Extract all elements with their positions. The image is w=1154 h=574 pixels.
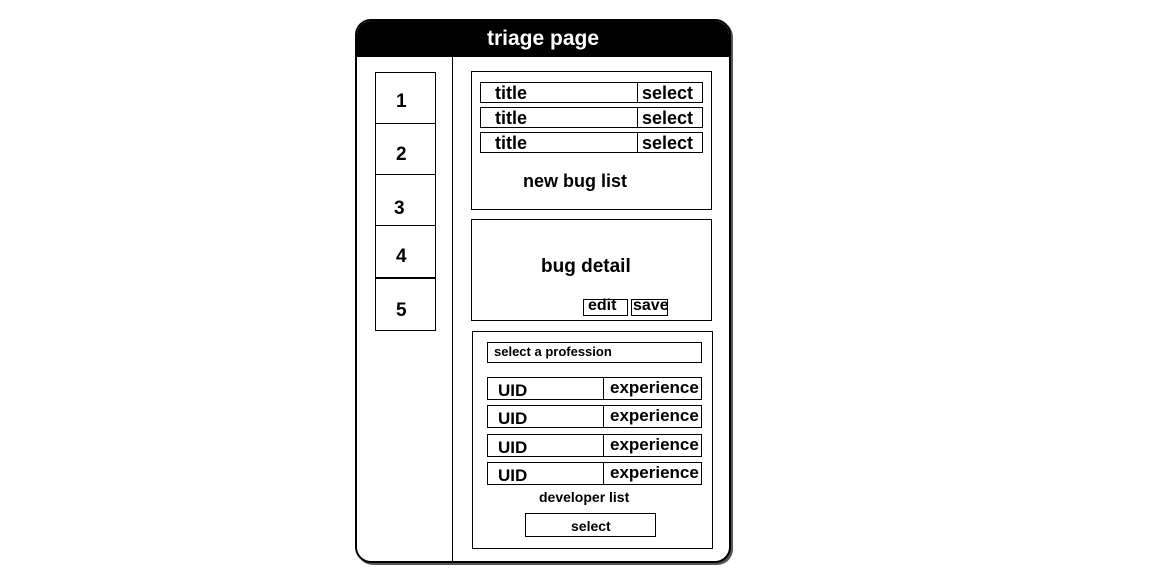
- bug-title: title: [495, 108, 528, 128]
- sidebar-item-4[interactable]: 4: [376, 226, 435, 279]
- developer-experience-cell: experience: [604, 378, 701, 399]
- developer-experience: experience: [610, 463, 699, 482]
- sidebar-item-label: 2: [396, 144, 407, 165]
- bug-select-button[interactable]: select: [638, 83, 702, 103]
- bug-detail-caption: bug detail: [541, 256, 631, 277]
- profession-select-label: select a profession: [494, 344, 612, 359]
- bug-select-button[interactable]: select: [638, 133, 702, 153]
- sidebar-item-2[interactable]: 2: [376, 124, 435, 175]
- bug-list-row: title select: [480, 132, 703, 153]
- developer-list-panel: select a profession UID experience UID e…: [472, 331, 713, 549]
- bug-detail-panel: bug detail edit save: [471, 219, 712, 321]
- developer-select-label: select: [571, 518, 611, 534]
- sidebar-item-label: 1: [396, 91, 407, 112]
- sidebar-item-label: 4: [396, 246, 407, 267]
- bug-title-cell[interactable]: title: [481, 83, 638, 103]
- new-bug-list-panel: title select title select title select n…: [471, 71, 712, 210]
- developer-uid: UID: [498, 409, 528, 428]
- developer-experience: experience: [610, 378, 699, 397]
- developer-uid: UID: [498, 438, 528, 457]
- sidebar-item-label: 3: [394, 198, 405, 219]
- sidebar-item-5[interactable]: 5: [376, 279, 435, 331]
- bug-title-cell[interactable]: title: [481, 133, 638, 153]
- bug-list-row: title select: [480, 82, 703, 103]
- window-title: triage page: [357, 21, 729, 57]
- developer-experience: experience: [610, 406, 699, 425]
- developer-row[interactable]: UID experience: [487, 462, 702, 485]
- developer-uid-cell: UID: [488, 435, 604, 457]
- developer-uid-cell: UID: [488, 463, 604, 485]
- developer-row[interactable]: UID experience: [487, 405, 702, 428]
- triage-window: triage page 1 2 3 4 5 title select: [355, 19, 731, 563]
- bug-select-button[interactable]: select: [638, 108, 702, 128]
- developer-experience-cell: experience: [604, 463, 701, 484]
- developer-uid-cell: UID: [488, 406, 604, 428]
- sidebar-item-1[interactable]: 1: [376, 73, 435, 124]
- developer-experience-cell: experience: [604, 435, 701, 456]
- bug-select-label: select: [642, 83, 694, 103]
- developer-row[interactable]: UID experience: [487, 377, 702, 400]
- bug-title: title: [495, 83, 528, 103]
- developer-experience-cell: experience: [604, 406, 701, 427]
- save-button[interactable]: save: [631, 297, 669, 316]
- developer-experience: experience: [610, 435, 699, 454]
- edit-button-label: edit: [588, 297, 617, 314]
- save-button-label: save: [633, 297, 669, 314]
- bug-title-cell[interactable]: title: [481, 108, 638, 128]
- developer-uid: UID: [498, 381, 528, 400]
- developer-uid-cell: UID: [488, 378, 604, 400]
- edit-button[interactable]: edit: [583, 297, 628, 316]
- sidebar-item-label: 5: [396, 300, 407, 321]
- sidebar-divider: [452, 57, 453, 561]
- bug-select-label: select: [642, 108, 694, 128]
- developer-select-button[interactable]: select: [525, 513, 656, 537]
- profession-select[interactable]: select a profession: [487, 342, 702, 363]
- sidebar-nav: 1 2 3 4 5: [375, 72, 436, 331]
- developer-row[interactable]: UID experience: [487, 434, 702, 457]
- developer-uid: UID: [498, 466, 528, 485]
- new-bug-list-caption: new bug list: [523, 171, 628, 191]
- sidebar-item-3[interactable]: 3: [376, 175, 435, 226]
- bug-select-label: select: [642, 133, 694, 153]
- bug-list-row: title select: [480, 107, 703, 128]
- bug-title: title: [495, 133, 528, 153]
- developer-list-caption: developer list: [539, 489, 630, 505]
